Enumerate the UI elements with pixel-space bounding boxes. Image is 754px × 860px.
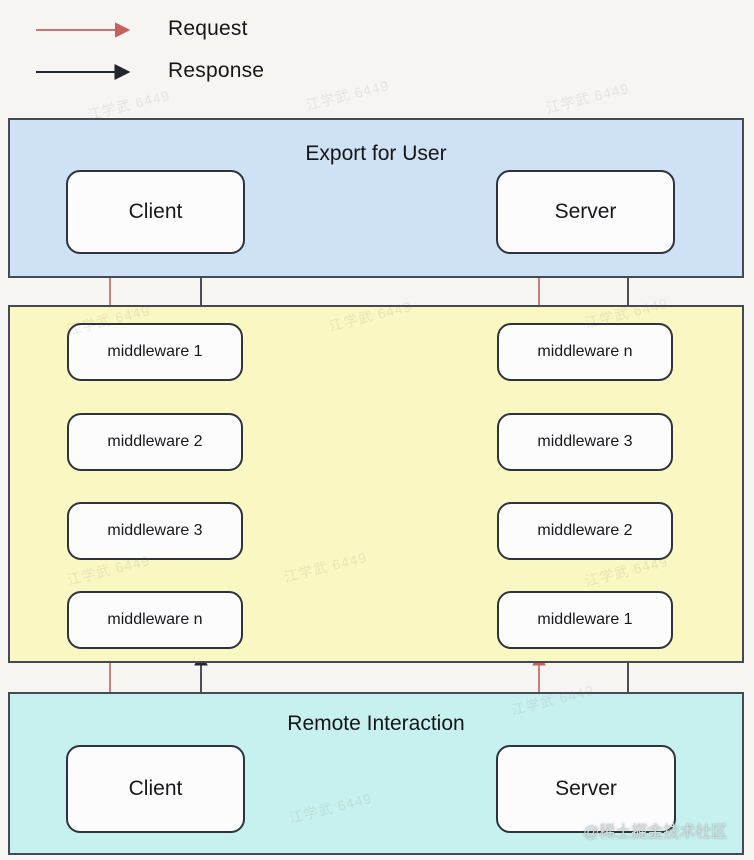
node-middleware-right-3: middleware 3 xyxy=(497,413,673,471)
repeat-watermark-2: 江学武 6449 xyxy=(304,76,391,114)
node-client-bottom: Client xyxy=(66,745,245,833)
legend-response-label: Response xyxy=(168,59,265,82)
node-middleware-right-n: middleware n xyxy=(497,323,673,381)
community-watermark: @稀土掘金技术社区 xyxy=(583,824,728,841)
node-middleware-left-1: middleware 1 xyxy=(67,323,243,381)
legend-request-label: Request xyxy=(168,17,248,40)
node-server-bottom: Server xyxy=(496,745,676,833)
node-middleware-left-n: middleware n xyxy=(67,591,243,649)
section-export-title: Export for User xyxy=(305,142,447,165)
node-middleware-right-1: middleware 1 xyxy=(497,591,673,649)
repeat-watermark-3: 江学武 6449 xyxy=(544,79,631,117)
node-middleware-right-2: middleware 2 xyxy=(497,502,673,560)
node-client-top: Client xyxy=(66,170,245,254)
section-remote-title: Remote Interaction xyxy=(287,712,465,735)
node-middleware-left-3: middleware 3 xyxy=(67,502,243,560)
node-middleware-left-2: middleware 2 xyxy=(67,413,243,471)
node-server-top: Server xyxy=(496,170,675,254)
